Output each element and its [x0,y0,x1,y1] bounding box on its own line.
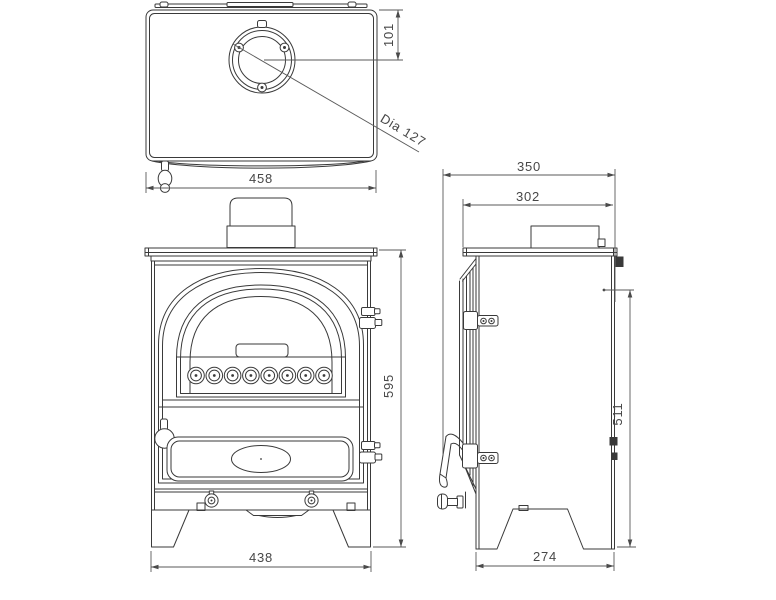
rear-bracket-low [611,452,618,460]
top-view [145,1,378,193]
front-view [144,197,383,548]
flue-bolt-2-dot [283,46,286,49]
glass-frame-outer [176,284,346,398]
flue-bolt-3-dot [260,86,264,89]
flue-notch [257,20,267,28]
front-lip-inner [156,160,367,167]
front-leg-right [332,509,371,548]
vent-bolt [242,366,260,385]
knob-stem [161,160,169,172]
vent-bolt [187,366,205,385]
base-dip-inner [258,515,297,518]
side-flue-collar [530,225,600,249]
glass-frame-inner [180,288,342,394]
vent-bolt [223,366,242,385]
front-leg-left [151,509,190,548]
top-plate-inner-line [149,13,374,158]
front-lip-outer [151,160,372,169]
top-view-back-bolt-left [159,1,169,8]
door-handle-lever [438,433,464,488]
dim-top-width-label: 458 [249,171,273,186]
vent-bolt-row [187,366,333,385]
ashpan-cover [166,436,354,482]
ashpan-badge-dot [260,458,262,460]
top-view-back-plate [226,2,294,7]
side-collar-tab [597,238,606,247]
side-latch-assembly [462,443,499,469]
side-leg-profile [475,508,615,550]
dim-base-width: 438 [150,550,372,572]
glass-edge-arch [189,296,333,394]
dim-flue-offset-label: 101 [381,23,396,47]
vent-bolt [278,366,297,385]
dim-rear-flue-height-label: 511 [610,402,625,425]
flue-collar-top [229,197,293,227]
dim-overall-height: 595 [373,249,406,548]
leg-cutout-notch [518,505,529,511]
dim-base-depth: 274 [475,549,615,571]
side-door-slab [459,258,477,509]
dim-plate-depth: 302 [462,189,613,247]
airwash-control-tab [235,343,289,358]
front-plate-lip [150,255,372,262]
side-view [437,225,624,550]
dim-base-depth-label: 274 [533,549,557,564]
top-view-back-bolt-right [347,1,357,8]
dim-plate-depth-label: 302 [516,189,540,204]
rear-bracket-mid [609,437,618,446]
dim-rear-flue-height: 511 [602,288,636,548]
plinth-bolt-right [304,490,319,508]
ashpan-cover-inner [170,440,350,478]
door-hinge-top [359,307,383,329]
leg-tab-left [196,502,206,511]
dim-flue-offset: 101 [264,9,403,61]
dim-base-width-label: 438 [249,550,273,565]
leg-tab-right [346,502,356,511]
vent-bolt [205,366,224,385]
dim-flue-diameter-label: Dia 127 [378,111,429,150]
riddling-knob [437,493,464,510]
vent-bolt [296,366,315,385]
dim-overall-height-label: 595 [381,374,396,398]
vent-bolt [315,366,333,385]
vent-bolt [260,366,279,385]
ashpan-badge [231,445,291,473]
side-hinge-plate-top [463,311,499,330]
plinth-bolt-left [204,490,219,508]
dim-overall-depth: 350 [442,159,616,455]
flue-outlet [228,20,296,94]
dim-overall-depth-label: 350 [517,159,541,174]
base-dip [245,509,310,516]
dim-top-width: 458 [145,170,377,193]
door-hinge-bottom [359,441,383,464]
flue-collar-base [226,225,296,248]
door-inner-line [162,272,360,480]
rear-bracket-top [615,256,624,267]
